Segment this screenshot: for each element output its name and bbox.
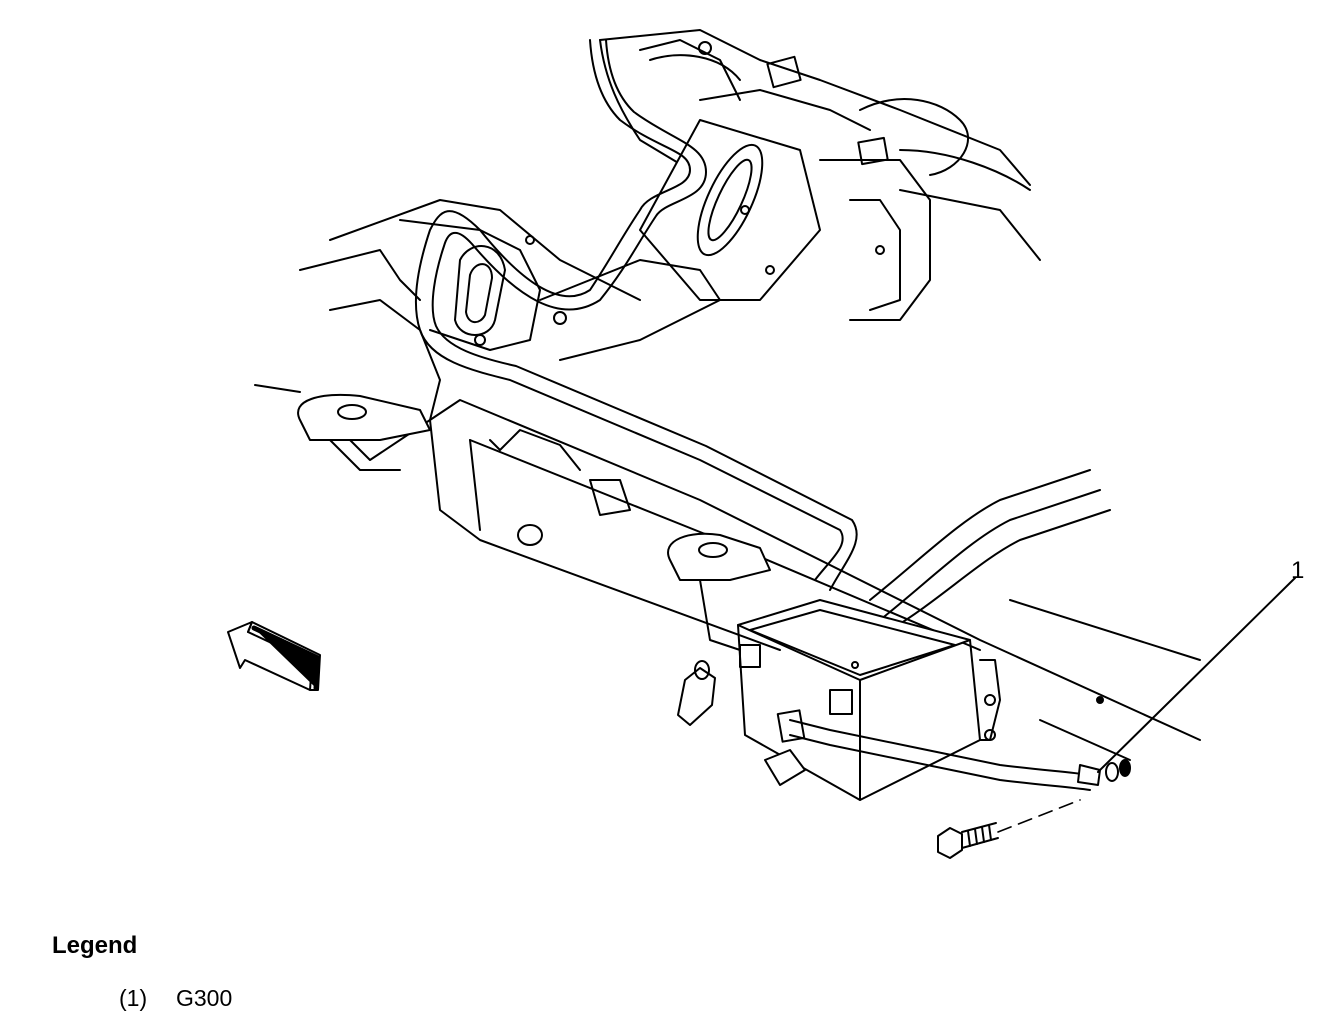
stabilizer-bar: [414, 39, 858, 591]
legend-item-number: (1): [119, 985, 148, 1011]
callout-leader-1: [1097, 577, 1296, 773]
frame-rail: [429, 399, 1201, 761]
front-crossmember: [299, 199, 721, 461]
g300-ground-terminal: [1077, 759, 1131, 786]
upper-crossmember: [599, 29, 1041, 321]
module-housing: [737, 599, 1001, 801]
body-mount-bracket-left: [254, 384, 431, 471]
ground-cable: [677, 660, 1091, 791]
body-mount-bracket-center: [589, 479, 771, 651]
bolt-icon: [937, 799, 1081, 859]
front-direction-arrow-icon: [227, 621, 321, 691]
legend-title: Legend: [52, 932, 138, 959]
callout-label-1: 1: [1291, 557, 1305, 584]
legend-item: (1) G300: [119, 985, 232, 1012]
legend-item-name: G300: [176, 985, 233, 1011]
frame-ground-location-diagram: [227, 29, 1296, 859]
